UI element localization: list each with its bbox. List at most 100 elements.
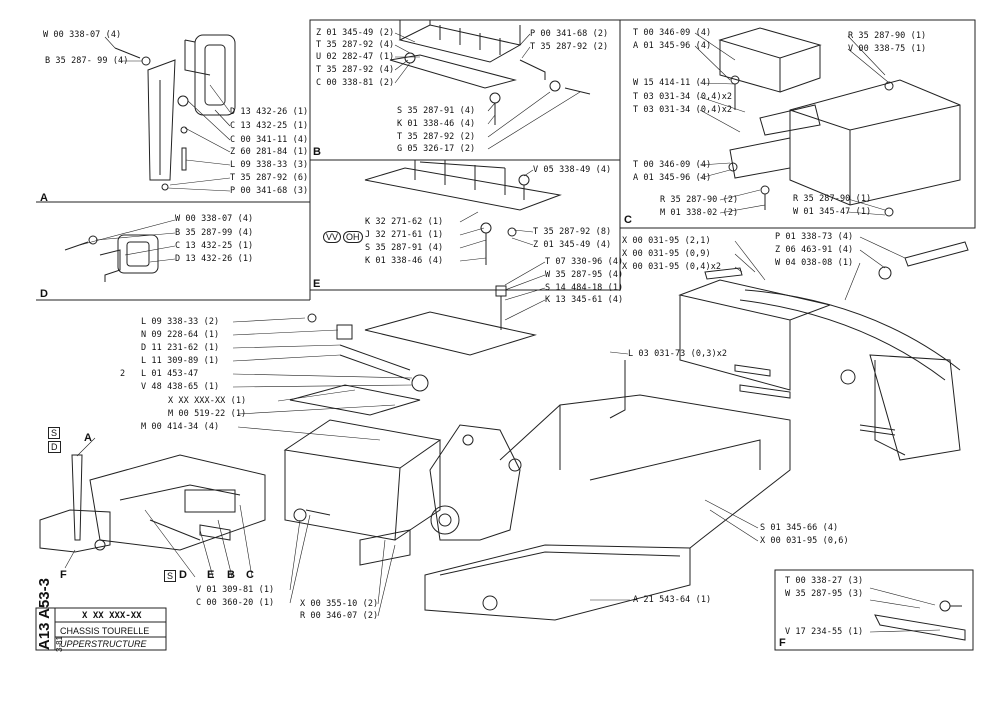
section-c-letter: C [624, 214, 632, 226]
part-label: C 13 432-25 (1) [230, 121, 309, 131]
part-label: T 35 287-92 (2) [397, 132, 476, 142]
part-label: S 35 287-91 (4) [397, 106, 476, 116]
part-label: J 32 271-61 (1) [365, 230, 444, 240]
part-label: L 09 338-33 (3) [230, 160, 309, 170]
legend-s-box: S [164, 570, 177, 582]
part-label: X 00 031-95 (2,1) [622, 236, 711, 246]
part-label: V 01 309-81 (1) [196, 585, 275, 595]
part-label: Z 01 345-49 (4) [533, 240, 612, 250]
qty-two: 2 [120, 369, 126, 379]
legend-b-letter: B [227, 569, 235, 581]
part-label: X 00 031-95 (0,4)x2 [622, 262, 722, 272]
part-label: T 00 346-09 (4) [633, 28, 712, 38]
part-label: X 00 355-10 (2) [300, 599, 379, 609]
part-label: T 35 287-92 (4) [316, 40, 395, 50]
part-label: Z 06 463-91 (4) [775, 245, 854, 255]
part-label: L 09 338-33 (2) [141, 317, 220, 327]
section-e-letter: E [313, 278, 321, 290]
panel-f-border [774, 569, 974, 651]
part-label: Z 01 345-49 (2) [316, 28, 395, 38]
part-label: D 13 432-26 (1) [230, 107, 309, 117]
part-label: W 35 287-95 (3) [785, 589, 864, 599]
panel-d-bracket [64, 234, 159, 282]
part-label: L 01 453-47 [141, 369, 199, 379]
title-block-frame [35, 607, 167, 651]
part-label: K 32 271-62 (1) [365, 217, 444, 227]
legend-c-letter: C [246, 569, 254, 581]
part-label: R 35 287-90 (2) [660, 195, 739, 205]
part-label: V 05 338-49 (4) [533, 165, 612, 175]
section-f-letter: F [779, 637, 786, 649]
part-label: V 48 438-65 (1) [141, 382, 220, 392]
part-label: C 00 360-20 (1) [196, 598, 275, 608]
part-label: Z 60 281-84 (1) [230, 147, 309, 157]
legend-d-box: D [48, 441, 61, 453]
title-english: UPPERSTRUCTURE [60, 639, 147, 649]
part-label: R 35 287-90 (1) [848, 31, 927, 41]
part-label: W 15 414-11 (4) [633, 78, 712, 88]
panel-e-unit [364, 160, 562, 265]
part-label: T 35 287-92 (2) [530, 42, 609, 52]
legend-a-letter: A [84, 432, 92, 444]
part-label: N 09 228-64 (1) [141, 330, 220, 340]
part-label: P 01 338-73 (4) [775, 232, 854, 242]
part-label: T 35 287-92 (4) [316, 65, 395, 75]
part-label: T 35 287-92 (6) [230, 173, 309, 183]
part-label: S 14 484-18 (1) [545, 283, 624, 293]
part-label: S 35 287-91 (4) [365, 243, 444, 253]
part-label: K 01 338-46 (4) [365, 256, 444, 266]
part-label: X 00 031-95 (0,6) [760, 536, 849, 546]
legend-s-box: S [48, 427, 61, 439]
section-b-letter: B [313, 146, 321, 158]
oh-badge: OH [343, 231, 363, 243]
part-label: K 13 345-61 (4) [545, 295, 624, 305]
part-label: T 03 031-34 (0,4)x2 [633, 92, 733, 102]
part-label: L 03 031-73 (0,3)x2 [628, 349, 728, 359]
part-label: T 35 287-92 (8) [533, 227, 612, 237]
part-label: P 00 341-68 (2) [530, 29, 609, 39]
panel-c-border [619, 19, 976, 229]
part-label: C 13 432-25 (1) [175, 241, 254, 251]
part-label: T 00 338-27 (3) [785, 576, 864, 586]
legend-d-letter: D [179, 569, 187, 581]
part-label: A 21 543-64 (1) [633, 595, 712, 605]
part-label: X XX XXX-XX (1) [168, 396, 247, 406]
legend-f-letter: F [60, 569, 67, 581]
title-french: CHASSIS TOURELLE [60, 626, 150, 636]
part-label: D 11 231-62 (1) [141, 343, 220, 353]
part-label: C 00 341-11 (4) [230, 135, 309, 145]
part-label: T 00 346-09 (4) [633, 160, 712, 170]
part-label: M 01 338-02 (2) [660, 208, 739, 218]
part-label: M 00 414-34 (4) [141, 422, 220, 432]
part-label: R 00 346-07 (2) [300, 611, 379, 621]
part-label: T 03 031-34 (0,4)x2 [633, 105, 733, 115]
part-label: B 35 287-99 (4) [175, 228, 254, 238]
part-label: M 00 519-22 (1) [168, 409, 247, 419]
part-label: V 17 234-55 (1) [785, 627, 864, 637]
part-label: S 01 345-66 (4) [760, 523, 839, 533]
main-assembly [39, 241, 969, 621]
panel-a-bracket [114, 34, 236, 191]
title-part-number: X XX XXX-XX [82, 611, 142, 621]
part-label: A 01 345-96 (4) [633, 41, 712, 51]
part-label: W 00 338-07 (4) [175, 214, 254, 224]
part-label: W 04 038-08 (1) [775, 258, 854, 268]
part-label: W 00 338-07 (4) [43, 30, 122, 40]
part-label: B 35 287- 99 (4) [45, 56, 129, 66]
vv-badge: VV [323, 231, 342, 243]
section-d-letter: D [40, 288, 48, 300]
part-label: R 35 287-90 (1) [793, 194, 872, 204]
part-label: D 13 432-26 (1) [175, 254, 254, 264]
part-label: K 01 338-46 (4) [397, 119, 476, 129]
part-label: T 07 330-96 (4) [545, 257, 624, 267]
part-label: A 01 345-96 (4) [633, 173, 712, 183]
section-a-letter: A [40, 192, 48, 204]
part-label: V 00 338-75 (1) [848, 44, 927, 54]
part-label: L 11 309-89 (1) [141, 356, 220, 366]
panel-c-unit [718, 27, 961, 217]
part-label: U 02 282-47 (1) [316, 52, 395, 62]
part-label: G 05 326-17 (2) [397, 144, 476, 154]
part-label: W 01 345-47 (1) [793, 207, 872, 217]
part-label: X 00 031-95 (0,9) [622, 249, 711, 259]
